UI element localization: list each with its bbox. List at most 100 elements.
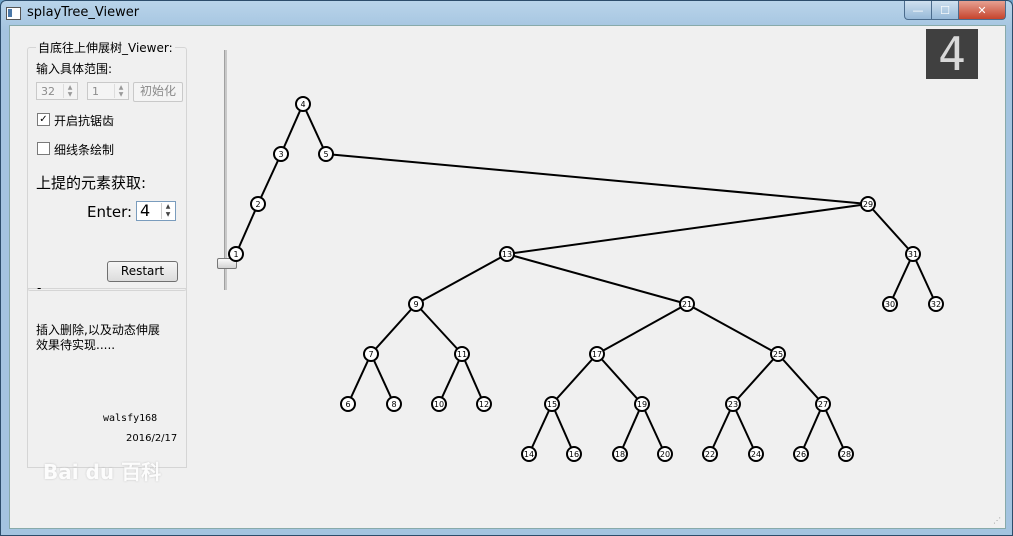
tree-edge	[325, 153, 869, 205]
lift-label: 上提的元素获取:	[36, 174, 147, 192]
info-panel	[27, 288, 187, 468]
depth-slider-thumb[interactable]	[217, 258, 237, 269]
tree-edge	[347, 353, 372, 405]
tree-node-key: 14	[524, 450, 534, 459]
range-label: 输入具体范围:	[36, 62, 113, 76]
tree-edge	[732, 403, 757, 455]
tree-node-key: 15	[547, 400, 557, 409]
tree-edge	[302, 103, 327, 155]
tree-node-circle	[928, 296, 944, 312]
tree-node-circle	[295, 96, 311, 112]
tree-node: 28	[838, 446, 854, 462]
tree-node-key: 27	[818, 400, 828, 409]
tree-node-key: 25	[773, 350, 783, 359]
info-dash: -	[37, 281, 42, 295]
tree-node: 2	[250, 196, 266, 212]
tree-edge	[596, 353, 643, 405]
tree-node-key: 10	[434, 400, 444, 409]
resize-grip-icon[interactable]: ⋰	[993, 516, 1001, 525]
group-title: 自底往上伸展树_Viewer:	[36, 39, 175, 56]
tree-node-circle	[408, 296, 424, 312]
range-max-spinbox[interactable]: 32 ▲▼	[36, 82, 78, 100]
tree-edge	[709, 403, 734, 455]
tree-node-key: 32	[931, 300, 941, 309]
maximize-icon: ☐	[940, 3, 950, 17]
tree-node-key: 29	[863, 200, 873, 209]
tree-edge	[800, 403, 824, 455]
tree-node-key: 20	[660, 450, 670, 459]
tree-edge	[506, 203, 869, 255]
tree-edge	[551, 403, 575, 455]
tree-node-circle	[860, 196, 876, 212]
tree-edge	[415, 253, 508, 305]
init-button[interactable]: 初始化	[133, 82, 183, 102]
spin-arrows-icon[interactable]: ▲▼	[161, 203, 174, 219]
tree-node-key: 23	[728, 400, 738, 409]
range-min-value: 1	[92, 85, 99, 98]
tree-node-circle	[566, 446, 582, 462]
tree-node-circle	[431, 396, 447, 412]
tree-node-circle	[657, 446, 673, 462]
tree-edge	[822, 403, 847, 455]
tree-node-circle	[770, 346, 786, 362]
tree-node: 9	[408, 296, 424, 312]
tree-edge	[732, 353, 779, 405]
tree-node-key: 4	[300, 100, 305, 109]
antialias-label: 开启抗锯齿	[54, 114, 115, 128]
tree-node: 25	[770, 346, 786, 362]
thin-lines-checkbox[interactable]	[37, 142, 50, 155]
tree-edge	[596, 303, 688, 355]
tree-node-circle	[386, 396, 402, 412]
tree-node-circle	[815, 396, 831, 412]
tree-edge	[370, 303, 417, 355]
tree-node-key: 7	[368, 350, 373, 359]
tree-node: 26	[793, 446, 809, 462]
tree-edge	[257, 153, 282, 205]
tree-edge	[528, 403, 553, 455]
note-line-1: 插入删除,以及动态伸展	[36, 323, 160, 337]
tree-node: 15	[544, 396, 560, 412]
tree-node-circle	[725, 396, 741, 412]
tree-edge	[777, 353, 824, 405]
tree-edge	[280, 103, 304, 155]
depth-slider-track[interactable]	[224, 50, 227, 290]
tree-node-circle	[679, 296, 695, 312]
tree-node-circle	[499, 246, 515, 262]
tree-node-key: 3	[278, 150, 283, 159]
note-line-2: 效果待实现.....	[36, 338, 116, 352]
tree-node-circle	[454, 346, 470, 362]
tree-node: 11	[454, 346, 470, 362]
enter-label: Enter:	[87, 203, 133, 221]
tree-node-circle	[702, 446, 718, 462]
tree-edge	[686, 303, 779, 355]
tree-node: 14	[521, 446, 537, 462]
tree-node-circle	[634, 396, 650, 412]
title-bar[interactable]: splayTree_Viewer — ☐ ✕	[1, 1, 1012, 25]
tree-node: 6	[340, 396, 356, 412]
lcd-display: 4	[926, 29, 978, 79]
enter-spinbox[interactable]: 4 ▲▼	[136, 201, 176, 221]
tree-node-circle	[363, 346, 379, 362]
spin-arrows-icon[interactable]: ▲▼	[114, 84, 127, 98]
spin-arrows-icon[interactable]: ▲▼	[63, 84, 76, 98]
tree-node: 30	[882, 296, 898, 312]
tree-node-key: 24	[751, 450, 761, 459]
tree-node: 19	[634, 396, 650, 412]
tree-node: 5	[318, 146, 334, 162]
tree-edge	[912, 253, 937, 305]
restart-button[interactable]: Restart	[107, 261, 178, 282]
tree-edge	[370, 353, 395, 405]
tree-node-key: 21	[682, 300, 692, 309]
tree-edge	[415, 303, 463, 355]
app-icon	[6, 7, 21, 20]
antialias-checkbox[interactable]: ✓	[37, 113, 50, 126]
tree-node-circle	[589, 346, 605, 362]
tree-node-key: 2	[255, 200, 260, 209]
range-min-spinbox[interactable]: 1 ▲▼	[87, 82, 129, 100]
tree-node: 4	[295, 96, 311, 112]
close-button[interactable]: ✕	[958, 1, 1006, 20]
tree-node-circle	[250, 196, 266, 212]
tree-node: 21	[679, 296, 695, 312]
